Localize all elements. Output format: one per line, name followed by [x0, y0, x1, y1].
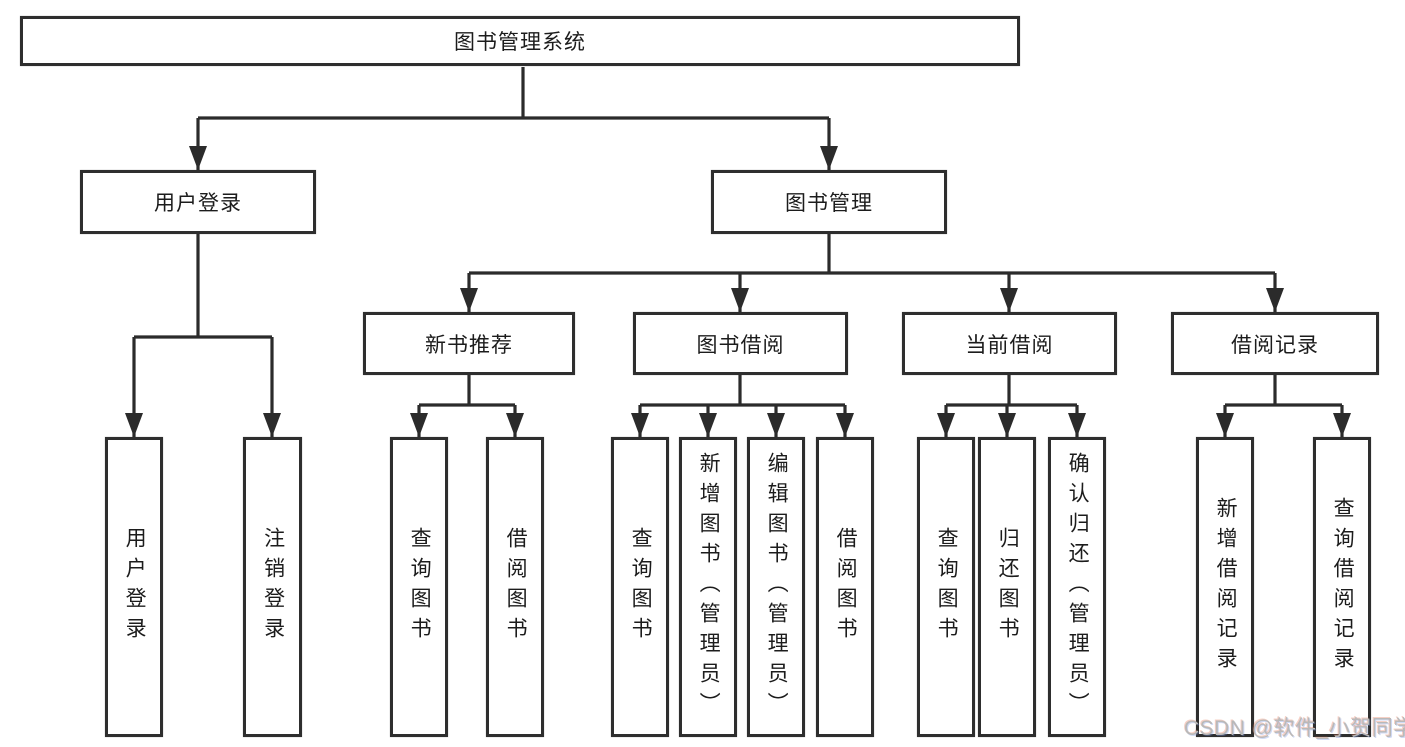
node-borrowing-records-label: 借阅记录	[1231, 333, 1319, 357]
leaf-borrow-query-books-label: 查询图书	[629, 527, 653, 647]
leaf-borrow-books-label: 借阅图书	[834, 527, 858, 647]
leaf-add-books-admin: 新增图书（管理员）	[679, 437, 737, 737]
node-book-management-label: 图书管理	[785, 192, 873, 215]
leaf-return-books: 归还图书	[978, 437, 1036, 737]
leaf-user-login-label: 用户登录	[123, 527, 147, 647]
leaf-recommend-query-books-label: 查询图书	[408, 527, 432, 647]
csdn-watermark: CSDN @软件_小贺同学	[1184, 717, 1405, 740]
leaf-edit-books-admin: 编辑图书（管理员）	[747, 437, 805, 737]
node-book-borrowing-label: 图书借阅	[696, 333, 785, 357]
leaf-edit-books-admin-label: 编辑图书（管理员）	[765, 452, 789, 722]
leaf-add-borrow-record: 新增借阅记录	[1196, 437, 1254, 737]
leaf-add-borrow-record-label: 新增借阅记录	[1214, 497, 1238, 677]
leaf-user-login: 用户登录	[105, 437, 163, 737]
leaf-borrow-query-books: 查询图书	[611, 437, 669, 737]
leaf-logout-login: 注销登录	[243, 437, 302, 737]
node-book-borrowing: 图书借阅	[633, 312, 848, 375]
node-borrowing-records: 借阅记录	[1171, 312, 1379, 375]
node-current-borrowing: 当前借阅	[902, 312, 1117, 375]
node-root-system: 图书管理系统	[20, 16, 1020, 66]
leaf-recommend-query-books: 查询图书	[390, 437, 448, 737]
leaf-recommend-borrow-books-label: 借阅图书	[504, 527, 528, 647]
node-user-login-label: 用户登录	[154, 192, 242, 215]
leaf-confirm-return-admin: 确认归还（管理员）	[1048, 437, 1106, 737]
leaf-current-query-books-label: 查询图书	[935, 527, 959, 647]
node-user-login: 用户登录	[80, 170, 316, 234]
node-root-label: 图书管理系统	[454, 31, 586, 54]
leaf-borrow-books: 借阅图书	[816, 437, 874, 737]
leaf-query-borrow-record: 查询借阅记录	[1313, 437, 1371, 737]
node-current-borrowing-label: 当前借阅	[965, 333, 1054, 357]
node-book-management: 图书管理	[711, 170, 947, 234]
node-new-book-recommend: 新书推荐	[363, 312, 575, 375]
leaf-query-borrow-record-label: 查询借阅记录	[1331, 497, 1355, 677]
leaf-add-books-admin-label: 新增图书（管理员）	[697, 452, 721, 722]
leaf-confirm-return-admin-label: 确认归还（管理员）	[1066, 452, 1090, 722]
node-new-book-recommend-label: 新书推荐	[425, 333, 513, 357]
leaf-current-query-books: 查询图书	[917, 437, 975, 737]
leaf-recommend-borrow-books: 借阅图书	[486, 437, 544, 737]
leaf-return-books-label: 归还图书	[996, 527, 1020, 647]
leaf-logout-login-label: 注销登录	[261, 527, 285, 647]
